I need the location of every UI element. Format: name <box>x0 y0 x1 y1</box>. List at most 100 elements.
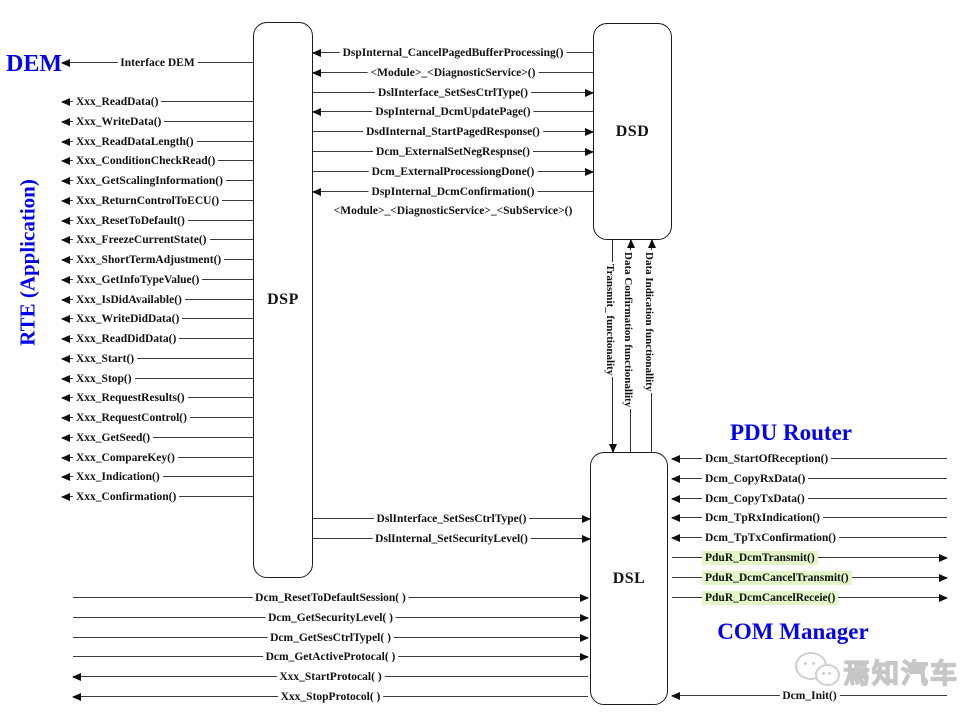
arrowhead-left-icon <box>671 474 680 483</box>
function-call-arrow: DsdInternal_StartPagedResponse() <box>313 124 594 140</box>
dem-title: DEM <box>6 51 62 77</box>
dsp-box-label: DSP <box>267 291 299 308</box>
function-call-arrow: Xxx_GetScalingInformation() <box>61 173 253 189</box>
function-call-arrow: DspInternal_CancelPagedBufferProcessing(… <box>312 45 593 61</box>
function-call-arrow: Xxx_RequestControl() <box>61 410 253 426</box>
arrow-label: Xxx_CompareKey() <box>73 450 178 465</box>
arrowhead-left-icon <box>312 187 321 196</box>
arrowhead-left-icon <box>312 68 321 77</box>
function-call-arrow: Xxx_ConditionCheckRead() <box>61 153 253 169</box>
arrow-label: DspInternal_CancelPagedBufferProcessing(… <box>339 46 567 60</box>
function-call-arrow: Dcm_TpRxIndication() <box>671 510 947 526</box>
rte-application-title: RTE (Application) <box>15 179 40 346</box>
arrow-label: DslInternal_SetSecurityLevel() <box>372 531 531 546</box>
arrowhead-left-icon <box>61 256 70 264</box>
arrowhead-up-icon <box>627 239 635 248</box>
arrow-label: Xxx_WriteDidData() <box>73 312 183 327</box>
arrow-label: Xxx_RequestControl() <box>73 411 190 425</box>
arrow-label: Xxx_ShortTermAdjustment() <box>73 253 225 267</box>
arrowhead-left-icon <box>61 59 70 67</box>
dsl-box: DSL <box>590 452 668 705</box>
arrowhead-left-icon <box>61 196 70 205</box>
arrowhead-right-icon <box>939 554 948 562</box>
function-call-arrow: Xxx_ReadData() <box>61 94 253 110</box>
function-call-arrow: Dcm_StartOfReception() <box>671 451 947 467</box>
function-call-arrow: Xxx_Start() <box>61 351 253 367</box>
arrow-label: Xxx_ConditionCheckRead() <box>73 154 219 169</box>
function-call-arrow: Xxx_Indication() <box>61 469 253 485</box>
function-call-arrow: Dcm_ExternalSetNegRespnse() <box>313 144 594 160</box>
function-call-arrow: Xxx_ReturnControlToECU() <box>61 193 253 209</box>
arrowhead-left-icon <box>61 117 70 126</box>
arrowhead-left-icon <box>312 108 321 117</box>
arrowhead-right-icon <box>580 633 589 642</box>
vertical-arrow-label: Data Indication functionallity <box>643 250 655 394</box>
arrowhead-left-icon <box>61 374 70 383</box>
function-call-arrow: Dcm_TpTxConfirmation() <box>671 530 947 546</box>
arrowhead-left-icon <box>61 315 70 324</box>
arrowhead-right-icon <box>582 534 591 543</box>
function-call-arrow: Xxx_ReadDataLength() <box>61 134 253 150</box>
arrowhead-left-icon <box>61 414 70 422</box>
arrow-label: Xxx_WriteData() <box>73 114 165 129</box>
function-call-arrow: Xxx_WriteData() <box>61 114 253 130</box>
vertical-arrow-label: Data Confirmation functionallity <box>622 250 634 410</box>
pdu-router-title: PDU Router <box>730 420 852 445</box>
arrowhead-right-icon <box>939 573 948 582</box>
function-call-arrow: Dcm_GetSecurityLevel( ) <box>73 610 589 626</box>
function-call-arrow: DslInterface_SetSesCtrlType() <box>313 85 594 101</box>
function-call-arrow: Xxx_ResetToDefault() <box>61 213 253 229</box>
function-call-arrow: Xxx_WriteDidData() <box>61 311 253 327</box>
arrowhead-left-icon <box>61 354 70 363</box>
function-call-arrow: Xxx_StartProtocal( ) <box>72 669 588 685</box>
arrow-label: Dcm_ResetToDefaultSession( ) <box>252 591 409 605</box>
arrow-label: Dcm_ExternalSetNegRespnse() <box>373 145 533 159</box>
arrow-label: <Module>_<DiagnosticService>() <box>367 65 539 80</box>
arrowhead-right-icon <box>585 128 594 137</box>
function-call-arrow: Xxx_ReadDidData() <box>61 331 253 347</box>
arrow-label: Dcm_GetActiveProtocal( ) <box>262 650 399 665</box>
arrow-label: Xxx_Indication() <box>73 470 163 485</box>
arrowhead-left-icon <box>671 514 680 523</box>
function-call-arrow: Dcm_ResetToDefaultSession( ) <box>73 590 589 606</box>
arrow-label: Xxx_ResetToDefault() <box>73 213 188 228</box>
arrowhead-left-icon <box>61 473 70 482</box>
arrowhead-left-icon <box>61 137 70 146</box>
arrow-label: DspInternal_DcmConfirmation() <box>368 184 538 199</box>
function-call-arrow: DslInternal_SetSecurityLevel() <box>313 531 591 547</box>
dsl-box-label: DSL <box>612 569 646 587</box>
function-call-arrow: DspInternal_DcmUpdatePage() <box>312 104 593 120</box>
arrowhead-right-icon <box>585 88 594 97</box>
function-call-arrow: DslInterface_SetSesCtrlType() <box>313 511 591 527</box>
arrowhead-left-icon <box>312 49 321 57</box>
arrowhead-up-icon <box>648 239 656 248</box>
arrow-label: Dcm_Init() <box>779 689 840 703</box>
vertical-arrow-label: Transmit_ functionality <box>604 262 616 378</box>
function-call-arrow: Xxx_FreezeCurrentState() <box>61 232 253 248</box>
function-call-arrow: Dcm_GetActiveProtocal( ) <box>73 649 589 665</box>
function-call-arrow: Dcm_Init() <box>671 688 947 704</box>
arrow-label: Xxx_ReadDataLength() <box>73 134 197 149</box>
dsd-box: DSD <box>593 23 672 240</box>
function-call-arrow: <Module>_<DiagnosticService>() <box>312 65 593 81</box>
watermark-text: 焉知汽车 <box>842 658 959 689</box>
arrow-label: <Module>_<DiagnosticService>_<SubService… <box>330 204 576 219</box>
arrow-label: Xxx_GetSeed() <box>73 430 154 445</box>
arrowhead-right-icon <box>580 653 589 662</box>
arrowhead-left-icon <box>671 534 680 543</box>
function-call-arrow: Xxx_CompareKey() <box>61 450 253 466</box>
arrow-label: Dcm_GetSesCtrlTypel( ) <box>267 630 394 645</box>
dsd-box-label: DSD <box>615 122 650 140</box>
function-call-arrow: PduR_DcmCancelReceie() <box>672 590 948 606</box>
arrowhead-left-icon <box>61 177 70 185</box>
function-call-arrow: Dcm_ExternalProcessiongDone() <box>313 164 594 180</box>
function-call-arrow: Xxx_ShortTermAdjustment() <box>61 252 253 268</box>
arrow-label: PduR_DcmTransmit() <box>702 551 818 565</box>
function-call-arrow: Xxx_RequestResults() <box>61 390 253 406</box>
arrowhead-left-icon <box>671 455 680 463</box>
function-call-arrow: Dcm_GetSesCtrlTypel( ) <box>73 630 589 646</box>
function-call-arrow: Xxx_StopProtocol( ) <box>72 689 588 705</box>
arrowhead-left-icon <box>61 295 70 304</box>
function-call-arrow: Xxx_GetInfoTypeValue() <box>61 272 253 288</box>
arrow-label: Xxx_ReadDidData() <box>73 332 180 346</box>
